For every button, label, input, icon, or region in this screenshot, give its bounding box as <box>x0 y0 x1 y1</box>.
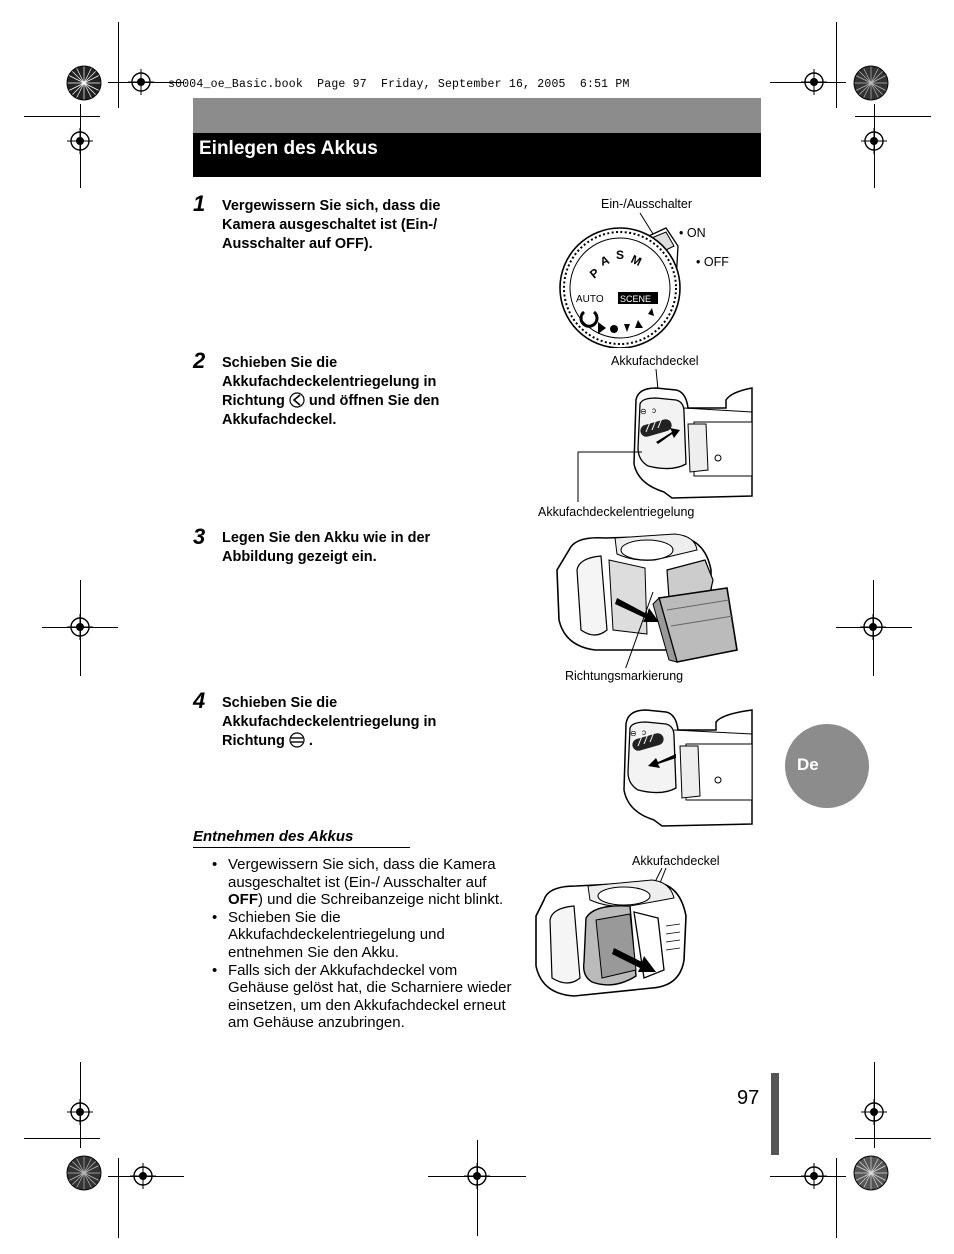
list-item: Falls sich der Akkufachdeckel vom Gehäus… <box>212 962 512 1032</box>
crop-line <box>24 1138 100 1139</box>
label-off-text: OFF <box>703 255 729 269</box>
title-band-top <box>193 98 761 133</box>
step-number: 2 <box>193 348 206 373</box>
crop-line <box>836 22 837 108</box>
step-number: 3 <box>193 524 206 549</box>
removal-title-underline <box>193 847 410 848</box>
label-battery-cover-latch: Akkufachdeckelentriegelung <box>538 505 695 519</box>
step-text-before: Schieben Sie die Akkufachdeckelentriegel… <box>222 695 437 749</box>
title-band <box>193 133 761 177</box>
color-rosette-icon <box>66 65 102 101</box>
unlock-symbol-icon: ↄ <box>652 406 656 415</box>
registration-crosshair-icon <box>861 1099 887 1125</box>
registration-crosshair-icon <box>67 1099 93 1125</box>
language-tab <box>785 724 869 808</box>
crop-line <box>118 1158 119 1238</box>
section-title: Einlegen des Akkus <box>199 138 378 159</box>
registration-crosshair-icon <box>860 614 886 640</box>
page-number: 97 <box>737 1087 760 1109</box>
registration-crosshair-icon <box>801 1163 827 1189</box>
step-text: Legen Sie den Akku wie in der Abbildung … <box>222 530 431 565</box>
language-tab-label: De <box>797 755 819 774</box>
registration-crosshair-icon <box>67 614 93 640</box>
step-text-after: . <box>308 733 313 749</box>
step-text: Schieben Sie die Akkufachdeckelentriegel… <box>222 354 492 430</box>
label-direction-mark: Richtungsmarkierung <box>565 669 684 683</box>
battery-insert-illustration <box>556 533 738 668</box>
list-item: Vergewissern Sie sich, dass die Kamera a… <box>212 856 512 909</box>
step-number: 4 <box>193 688 206 713</box>
list-item-bold: OFF <box>228 891 258 909</box>
list-item-text: ) und die Schreibanzeige nicht blinkt. <box>258 891 504 909</box>
list-item-text: Vergewissern Sie sich, dass die Kamera a… <box>228 856 496 891</box>
crop-line <box>855 116 931 117</box>
color-rosette-icon <box>66 1155 102 1191</box>
step-text: Vergewissern Sie sich, dass die Kamera a… <box>222 198 441 252</box>
label-on: • ON <box>679 226 706 240</box>
registration-crosshair-icon <box>67 128 93 154</box>
registration-crosshair-icon <box>801 69 827 95</box>
list-item: Schieben Sie die Akkufachdeckelentriegel… <box>212 909 512 962</box>
battery-cover-latch-illustration: ⊖ ↄ <box>577 368 753 502</box>
unlock-direction-icon <box>289 392 305 408</box>
color-rosette-icon <box>853 65 889 101</box>
crop-line <box>855 1138 931 1139</box>
book-info-line: s0004_oe_Basic.book Page 97 Friday, Sept… <box>168 78 630 91</box>
registration-crosshair-icon <box>130 1163 156 1189</box>
lock-direction-icon <box>289 732 305 748</box>
crop-line <box>24 116 100 117</box>
registration-crosshair-icon <box>128 69 154 95</box>
lock-symbol-icon: ⊖ <box>640 407 647 416</box>
label-on-text: ON <box>686 226 706 240</box>
battery-remove-illustration <box>535 867 687 997</box>
dial-letter-s: S <box>616 248 624 262</box>
step-text-after: und öffnen Sie den Akkufachdeckel. <box>222 393 440 428</box>
crop-line <box>118 22 119 108</box>
label-power-switch: Ein-/Ausschalter <box>601 197 693 211</box>
step-number: 1 <box>193 191 206 216</box>
crop-line <box>836 1158 837 1238</box>
dial-auto: AUTO <box>576 294 604 305</box>
dial-scene: SCENE <box>620 294 651 304</box>
step-text-before: Schieben Sie die Akkufachdeckelentriegel… <box>222 355 437 409</box>
battery-cover-lock-illustration: ⊖ ↄ <box>623 709 753 827</box>
page-number-bar <box>771 1073 779 1155</box>
registration-crosshair-icon <box>464 1163 490 1189</box>
label-battery-cover-remove: Akkufachdeckel <box>632 854 720 868</box>
color-rosette-icon <box>853 1155 889 1191</box>
unlock-symbol-icon: ↄ <box>642 728 646 737</box>
removal-title: Entnehmen des Akkus <box>193 828 354 845</box>
registration-crosshair-icon <box>861 128 887 154</box>
removal-list: Vergewissern Sie sich, dass die Kamera a… <box>212 856 512 1032</box>
mode-dial-illustration: P A S M AUTO SCENE <box>559 212 681 348</box>
lock-symbol-icon: ⊖ <box>630 729 637 738</box>
label-off: • OFF <box>696 255 729 269</box>
step-text: Schieben Sie die Akkufachdeckelentriegel… <box>222 694 492 751</box>
label-battery-cover: Akkufachdeckel <box>611 354 699 368</box>
